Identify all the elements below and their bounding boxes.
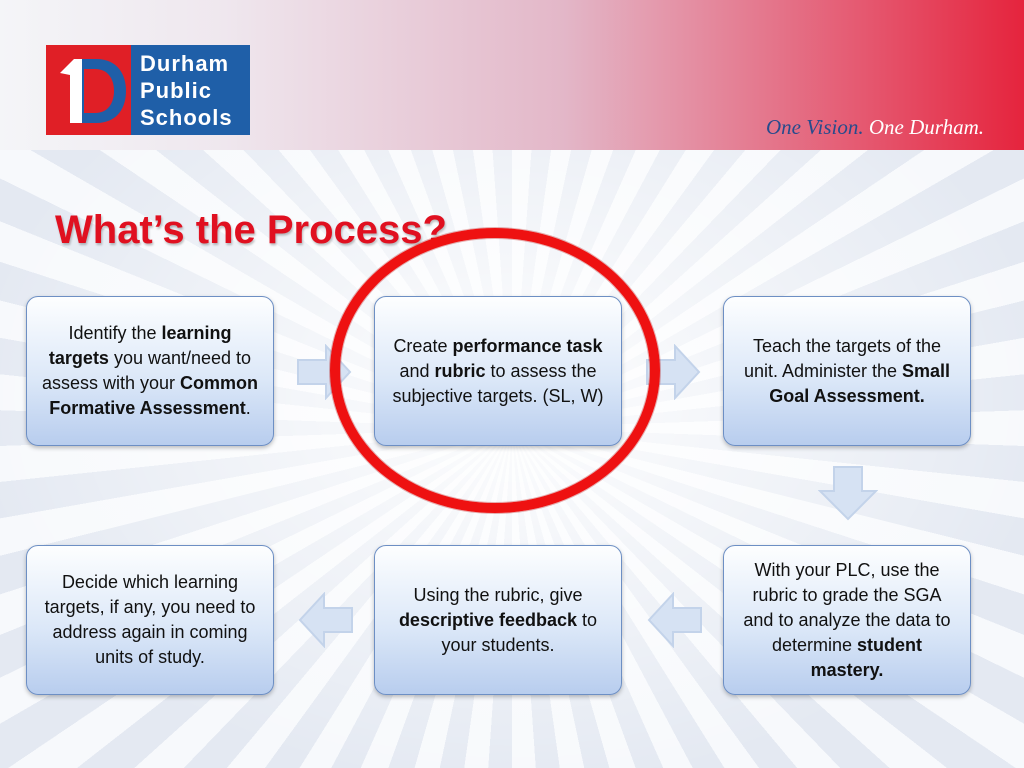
header-banner: Durham Public Schools One Vision. One Du… — [0, 0, 1024, 150]
step-box-4: With your PLC, use the rubric to grade t… — [723, 545, 971, 695]
step-box-1: Identify the learning targets you want/n… — [26, 296, 274, 446]
logo-line-3: Schools — [140, 104, 233, 130]
logo-line-1: Durham — [140, 50, 230, 76]
tagline: One Vision. One Durham. — [766, 115, 984, 139]
logo-line-2: Public — [140, 77, 213, 103]
step-box-6: Decide which learning targets, if any, y… — [26, 545, 274, 695]
logo-mark-icon — [46, 45, 131, 135]
step-box-3: Teach the targets of the unit. Administe… — [723, 296, 971, 446]
arrow-down-icon — [818, 466, 878, 521]
district-logo: Durham Public Schools — [46, 45, 250, 135]
slide-title: What’s the Process? — [55, 208, 447, 252]
highlight-circle — [330, 228, 660, 513]
step-box-5: Using the rubric, give descriptive feedb… — [374, 545, 622, 695]
arrow-left-icon — [298, 592, 353, 648]
arrow-left-icon — [647, 592, 702, 648]
